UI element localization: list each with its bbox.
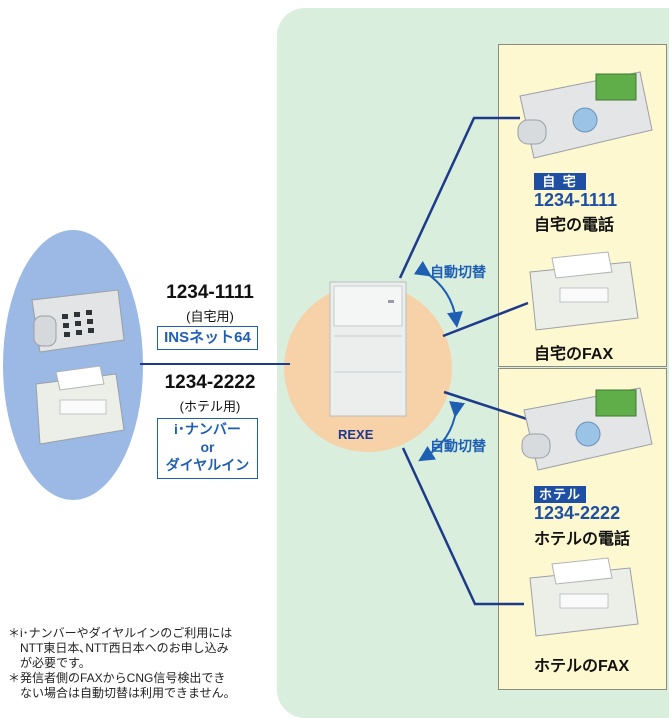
left-fax-icon <box>35 365 125 445</box>
line-to-home-fax <box>442 301 529 338</box>
rexe-label: REXE <box>338 427 374 442</box>
home-fax-label: 自宅のFAX <box>534 346 614 363</box>
service-option-1: i･ナンバー <box>174 421 241 437</box>
hotel-number: 1234-2222 <box>534 503 621 523</box>
hotel-phone-label: ホテルの電話 <box>534 531 631 548</box>
footnotes: ＊i･ナンバーやダイヤルインのご利用には NTT東日本､NTT西日本へのお申し込… <box>8 626 273 701</box>
home-phone-icon <box>517 71 653 159</box>
service-option-or: or <box>200 439 215 455</box>
home-phone-label: 自宅の電話 <box>534 217 615 234</box>
home-badge: 自 宅 <box>534 173 586 190</box>
hotel-badge: ホテル <box>534 486 586 503</box>
note1-line3: が必要です。 <box>20 656 91 670</box>
line-to-home-phone <box>398 116 520 279</box>
note1-line2: NTT東日本､NTT西日本へのお申し込み <box>20 641 229 655</box>
left-phone-icon <box>31 289 125 353</box>
home-number: 1234-1111 <box>534 190 618 210</box>
service-option-tag: i･ナンバー or ダイヤルイン <box>157 418 258 479</box>
note2-line2: ない場合は自動切替は利用できません。 <box>20 686 236 700</box>
note1-line1: ＊i･ナンバーやダイヤルインのご利用には <box>8 626 233 640</box>
switch-arrow-top <box>413 260 463 328</box>
line-to-hotel-fax <box>401 447 524 606</box>
line2-sub: (ホテル用) <box>179 399 241 414</box>
line-to-hotel-phone <box>443 390 531 422</box>
home-fax-icon <box>529 251 639 331</box>
rexe-cabinet-icon <box>329 281 407 417</box>
service-option-2: ダイヤルイン <box>165 457 250 473</box>
line1-sub: (自宅用) <box>186 309 234 324</box>
line2-number: 1234-2222 <box>164 372 256 393</box>
subscriber-ellipse <box>3 230 143 500</box>
hotel-phone-icon <box>521 387 653 471</box>
hotel-fax-label: ホテルのFAX <box>534 658 630 675</box>
hotel-fax-icon <box>529 557 639 637</box>
note2-line1: ＊発信者側のFAXからCNG信号検出でき <box>8 671 226 685</box>
line1-number: 1234-1111 <box>166 282 254 303</box>
switch-arrow-bottom <box>418 401 465 462</box>
auto-switch-label-top: 自動切替 <box>430 264 486 280</box>
ins-service-tag: INSネット64 <box>157 326 258 350</box>
auto-switch-label-bottom: 自動切替 <box>430 438 486 454</box>
